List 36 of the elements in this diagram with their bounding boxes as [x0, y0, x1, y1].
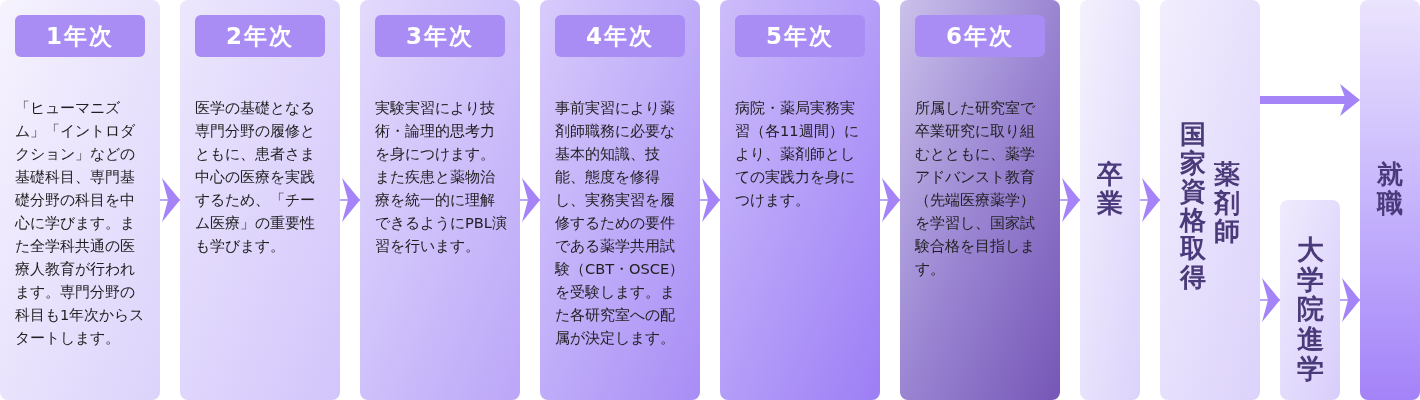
- stage-label: 大学院進学: [1296, 235, 1324, 384]
- stage-box: [1080, 0, 1140, 400]
- year-card: [720, 0, 880, 400]
- year-card: [0, 0, 160, 400]
- stage-box: [1280, 200, 1340, 400]
- year-heading: 2年次: [195, 15, 325, 57]
- arrow: [879, 178, 901, 222]
- stage-box: [1360, 0, 1420, 400]
- stage-box: [1160, 0, 1260, 400]
- stage-label: 薬剤師: [1214, 160, 1240, 246]
- arrow: [1259, 278, 1281, 322]
- stage-label: 就職: [1377, 160, 1403, 218]
- year-card: [540, 0, 700, 400]
- arrow: [519, 178, 541, 222]
- description-text: 病院・薬局実務実習（各11週間）により、薬剤師としての実践力を身につけます。: [735, 98, 860, 210]
- description-text: 所属した研究室で卒業研究に取り組むとともに、薬学アドバンスト教育（先端医療薬学）を学習し、国家試験合格を目指します。: [915, 98, 1036, 279]
- year-heading: 5年次: [735, 15, 865, 57]
- arrow: [699, 178, 721, 222]
- description-text: 医学の基礎となる専門分野の履修とともに、患者さま中心の医療を実践するため、「チーム医療」の重要性も学びます。: [195, 98, 316, 256]
- arrow: [1139, 178, 1161, 222]
- year-heading: 3年次: [375, 15, 505, 57]
- description-text: 実験実習により技術・論理的思考力を身につけます。また疾患と薬物治療を統一的に理解できるようにPBL演習を行います。: [375, 98, 508, 256]
- year-card: [180, 0, 340, 400]
- year-card: [360, 0, 520, 400]
- year-heading: 1年次: [15, 15, 145, 57]
- stage-label: 卒業: [1097, 160, 1123, 218]
- arrow: [339, 178, 361, 222]
- year-heading: 6年次: [915, 15, 1045, 57]
- year-heading: 4年次: [555, 15, 685, 57]
- arrow: [1339, 278, 1361, 322]
- arrow: [1059, 178, 1081, 222]
- stage-label: 国家資格取得: [1180, 120, 1206, 292]
- year-card: [900, 0, 1060, 400]
- description-text: 「ヒューマニズム」「イントロダクション」などの基礎科目、専門基礎分野の科目を中心に学びます。また全学科共通の医療人教育が行われます。専門分野の科目も1年次からスタートします。: [15, 98, 146, 348]
- description-text: 事前実習により薬剤師職務に必要な基本的知識、技能、態度を修得し、実務実習を履修するための要件である薬学共用試験（CBT・OSCE）を受験します。また各研究室への配属が決定します。: [555, 98, 686, 348]
- arrow: [159, 178, 181, 222]
